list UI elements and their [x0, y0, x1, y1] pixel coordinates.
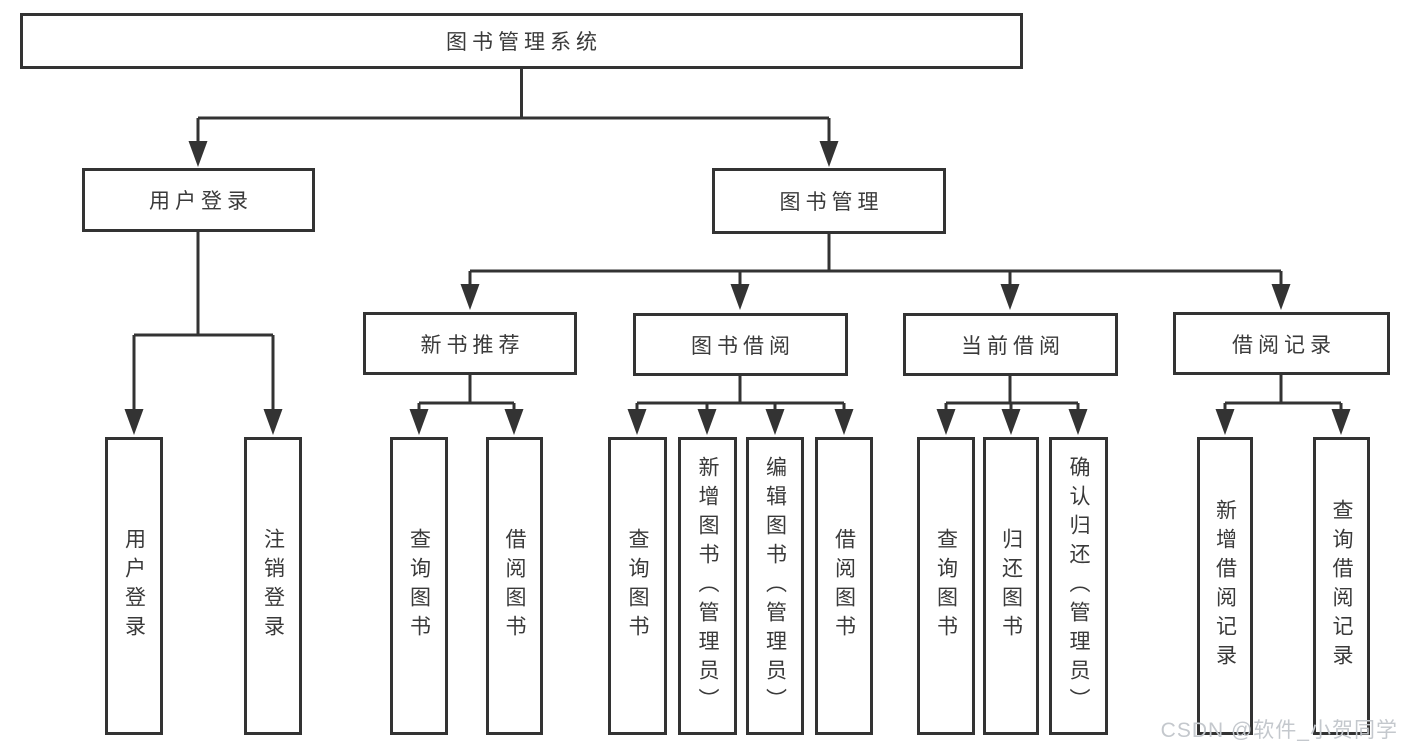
leaf-confirm-return-admin-label: 确认归还（管理员） — [1067, 455, 1090, 717]
leaf-query-books-borrowing: 查询图书 — [608, 437, 667, 735]
node-current-borrowing: 当前借阅 — [903, 313, 1118, 376]
leaf-query-books-recommend: 查询图书 — [390, 437, 448, 735]
leaf-query-books-current-label: 查询图书 — [934, 528, 958, 644]
leaf-borrow-books-borrowing-label: 借阅图书 — [832, 528, 856, 644]
leaf-logout-login: 注销登录 — [244, 437, 302, 735]
leaf-return-books-label: 归还图书 — [999, 528, 1023, 644]
leaf-query-books-current: 查询图书 — [917, 437, 975, 735]
leaf-add-books-admin: 新增图书（管理员） — [678, 437, 737, 735]
leaf-edit-books-admin: 编辑图书（管理员） — [746, 437, 804, 735]
leaf-query-books-recommend-label: 查询图书 — [407, 528, 431, 644]
leaf-borrow-books-recommend-label: 借阅图书 — [503, 528, 526, 644]
leaf-return-books: 归还图书 — [983, 437, 1039, 735]
node-user-login: 用户登录 — [82, 168, 315, 232]
csdn-watermark: CSDN @软件_小贺同学 — [1160, 719, 1398, 742]
leaf-borrow-books-borrowing: 借阅图书 — [815, 437, 873, 735]
arrowheads — [124, 141, 1351, 435]
leaf-borrow-books-recommend: 借阅图书 — [486, 437, 543, 735]
leaf-user-login-label: 用户登录 — [122, 528, 146, 644]
leaf-confirm-return-admin: 确认归还（管理员） — [1049, 437, 1108, 735]
leaf-add-borrow-record: 新增借阅记录 — [1197, 437, 1253, 735]
leaf-query-books-borrowing-label: 查询图书 — [626, 528, 649, 644]
leaf-edit-books-admin-label: 编辑图书（管理员） — [763, 455, 787, 717]
leaf-add-books-admin-label: 新增图书（管理员） — [696, 455, 719, 717]
leaf-query-borrow-record-label: 查询借阅记录 — [1330, 499, 1353, 673]
leaf-add-borrow-record-label: 新增借阅记录 — [1213, 499, 1237, 673]
node-book-borrowing: 图书借阅 — [633, 313, 848, 376]
leaf-logout-login-label: 注销登录 — [261, 528, 285, 644]
leaf-query-borrow-record: 查询借阅记录 — [1313, 437, 1370, 735]
node-book-management: 图书管理 — [712, 168, 946, 234]
node-library-management-system: 图书管理系统 — [20, 13, 1023, 69]
leaf-user-login: 用户登录 — [105, 437, 163, 735]
node-borrowing-records: 借阅记录 — [1173, 312, 1390, 375]
node-new-book-recommend: 新书推荐 — [363, 312, 577, 375]
